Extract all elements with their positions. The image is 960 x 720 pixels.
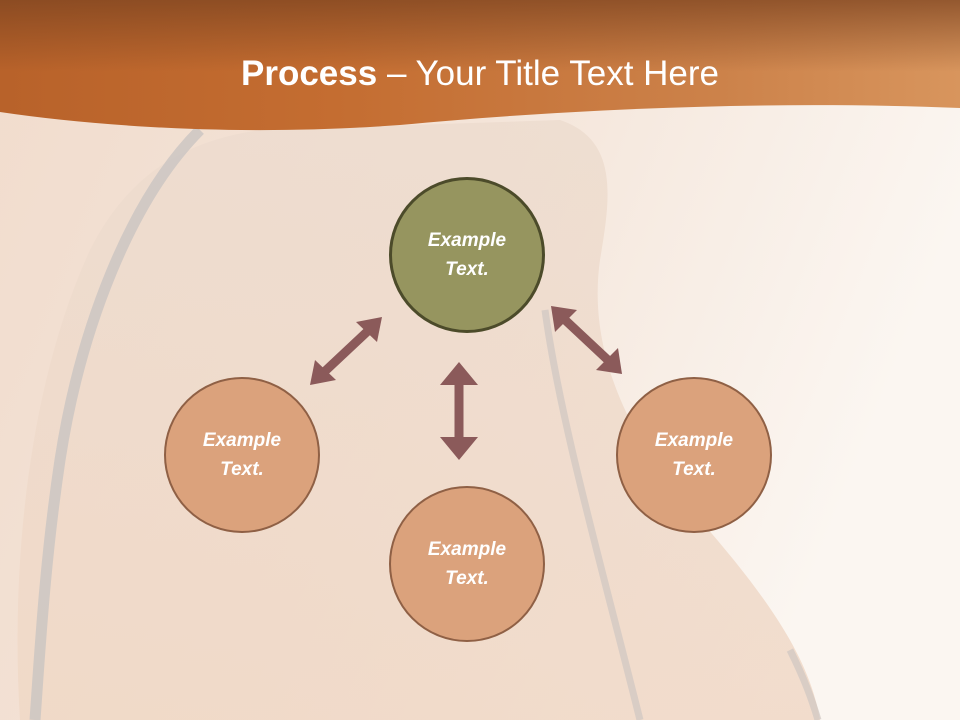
background-silhouette	[17, 120, 820, 720]
background-strap-right	[541, 309, 644, 720]
process-node-center: Example Text.	[389, 177, 545, 333]
slide-title-rest: – Your Title Text Here	[377, 54, 719, 93]
slide-title: Process – Your Title Text Here	[0, 52, 960, 96]
background-strap-left	[29, 126, 204, 720]
arrow-center-bottom	[440, 362, 478, 460]
process-node-center-label: Example Text.	[427, 230, 507, 280]
process-node-right-label: Example Text.	[654, 430, 734, 480]
arrow-center-right	[551, 306, 622, 374]
process-node-left-label: Example Text.	[202, 430, 282, 480]
title-banner-shade	[0, 0, 960, 131]
process-node-right: Example Text.	[616, 377, 772, 533]
background-strap-edge	[786, 648, 822, 720]
arrow-center-left	[310, 317, 382, 385]
process-node-left: Example Text.	[164, 377, 320, 533]
process-node-bottom: Example Text.	[389, 486, 545, 642]
slide-title-bold: Process	[241, 54, 378, 93]
process-node-bottom-label: Example Text.	[427, 539, 507, 589]
